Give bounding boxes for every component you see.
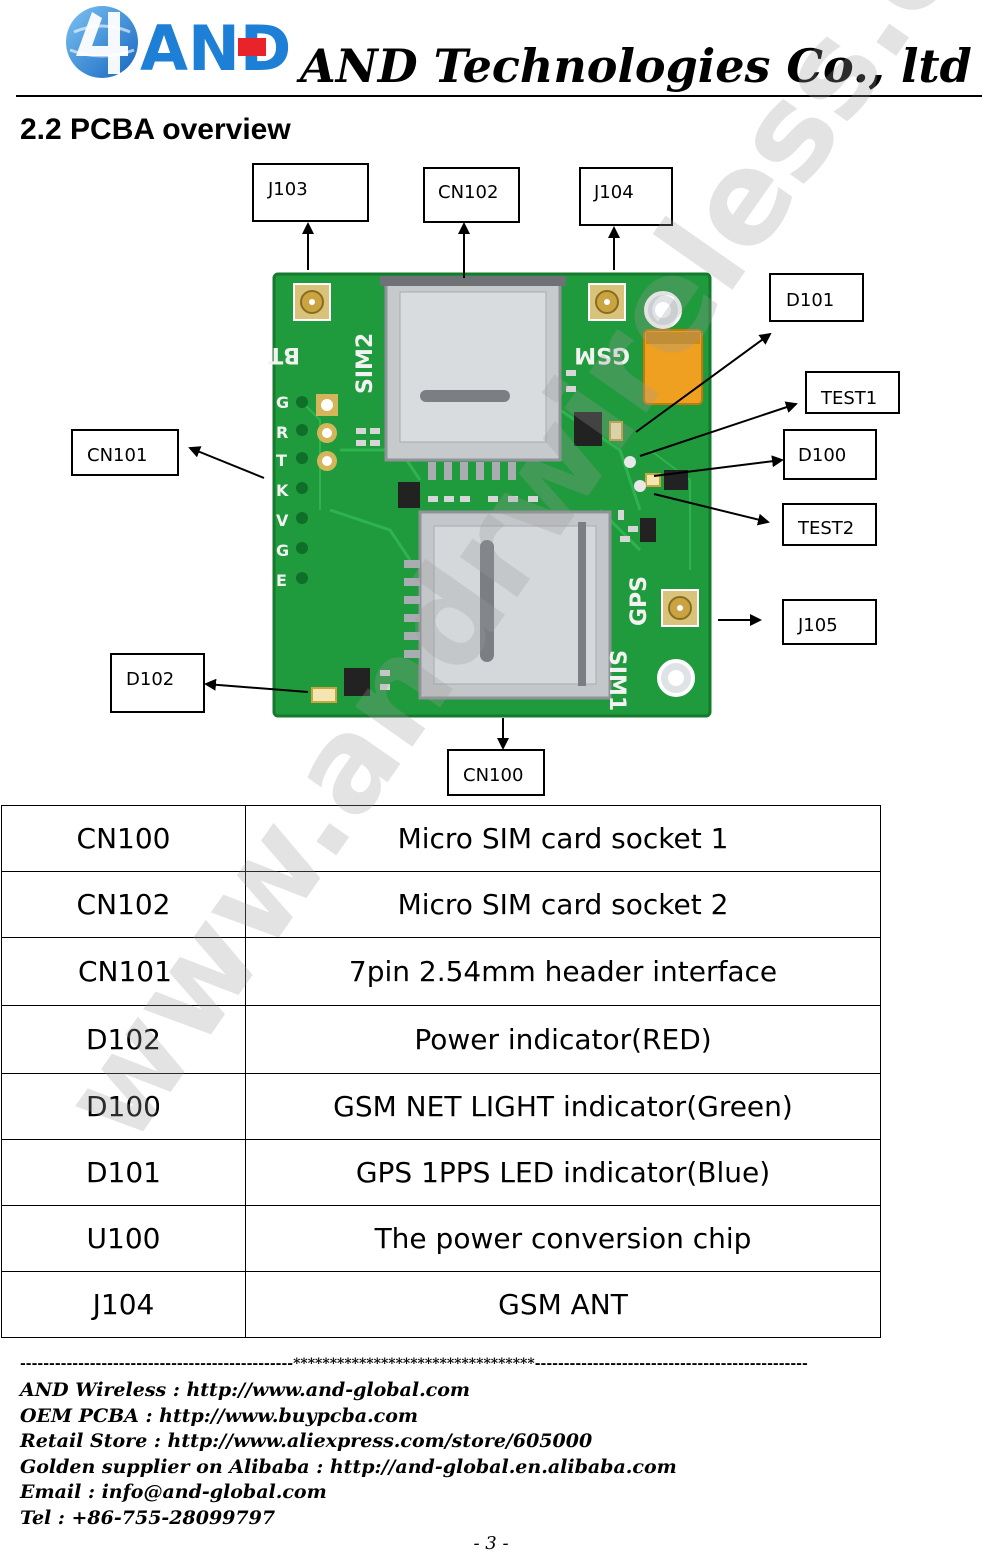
callout-test2: TEST2 xyxy=(797,518,854,539)
component-ref: D100 xyxy=(1,1073,246,1140)
silk-pin-k: K xyxy=(276,481,289,500)
header-rule xyxy=(16,95,982,97)
company-name: AND Technologies Co., ltd xyxy=(300,39,972,93)
callout-j104: J104 xyxy=(593,182,634,203)
silk-gsm: GSM xyxy=(574,342,630,367)
footer-alibaba: Golden supplier on Alibaba : http://and-… xyxy=(20,1456,677,1478)
callout-d100: D100 xyxy=(798,445,846,466)
component-desc: Micro SIM card socket 1 xyxy=(245,805,881,872)
table-row: U100 The power conversion chip xyxy=(1,1205,881,1272)
component-desc: Power indicator(RED) xyxy=(245,1005,881,1074)
callout-box-j105 xyxy=(782,599,877,645)
component-ref: D101 xyxy=(1,1139,246,1206)
d101-led xyxy=(609,421,623,441)
component-desc: The power conversion chip xyxy=(245,1205,881,1272)
silk-sim1: SIM1 xyxy=(604,650,629,711)
test2-pad xyxy=(634,480,646,492)
callout-box-d101 xyxy=(769,273,864,322)
bt-antenna-connector xyxy=(293,283,331,321)
silk-pin-e: E xyxy=(276,571,287,590)
callout-box-cn100 xyxy=(447,749,545,796)
footer-oem: OEM PCBA : http://www.buypcba.com xyxy=(20,1405,418,1427)
callout-d102: D102 xyxy=(126,669,174,690)
table-row: D100 GSM NET LIGHT indicator(Green) xyxy=(1,1073,881,1140)
gps-antenna-connector xyxy=(661,589,699,627)
callout-cn100: CN100 xyxy=(463,765,523,786)
component-ref: D102 xyxy=(1,1005,246,1074)
callout-d101: D101 xyxy=(786,290,834,311)
callout-box-cn102 xyxy=(423,167,520,223)
footer-tel: Tel : +86-755-28099797 xyxy=(20,1507,276,1529)
callout-cn102: CN102 xyxy=(438,182,498,203)
component-ref: U100 xyxy=(1,1205,246,1272)
component-ref: CN101 xyxy=(1,937,246,1006)
footer-divider: ----------------------------------------… xyxy=(20,1356,808,1372)
table-row: CN100 Micro SIM card socket 1 xyxy=(1,805,881,872)
callout-box-j103 xyxy=(252,163,369,222)
sim1-socket xyxy=(404,510,612,700)
component-desc: GSM NET LIGHT indicator(Green) xyxy=(245,1073,881,1140)
section-title: 2.2 PCBA overview xyxy=(20,113,291,146)
ic-chip xyxy=(640,518,656,542)
silk-bt: BT xyxy=(268,342,300,367)
callout-box-test2 xyxy=(782,503,877,546)
table-row: CN101 7pin 2.54mm header interface xyxy=(1,937,881,1006)
component-desc: GPS 1PPS LED indicator(Blue) xyxy=(245,1139,881,1206)
globe-icon xyxy=(66,6,138,78)
component-desc: GSM ANT xyxy=(245,1271,881,1338)
logo-wordmark: AND xyxy=(140,12,291,85)
callout-box-d102 xyxy=(110,653,205,713)
company-logo: AND xyxy=(66,6,291,85)
page-number: - 3 - xyxy=(473,1533,509,1554)
table-row: J104 GSM ANT xyxy=(1,1271,881,1338)
callout-cn101: CN101 xyxy=(87,445,147,466)
silk-pin-t: T xyxy=(276,451,287,470)
footer-retail: Retail Store : http://www.aliexpress.com… xyxy=(20,1430,593,1452)
footer-wireless: AND Wireless : http://www.and-global.com xyxy=(20,1379,471,1401)
component-ref: CN102 xyxy=(1,871,246,938)
callout-test1: TEST1 xyxy=(820,388,877,409)
callout-j105: J105 xyxy=(797,615,838,636)
silk-gps: GPS xyxy=(627,576,652,626)
d102-led xyxy=(311,687,337,703)
silk-pin-g2: G xyxy=(276,541,289,560)
gsm-antenna-connector xyxy=(588,283,626,321)
ic-chip xyxy=(574,412,602,446)
callout-arrows xyxy=(188,222,798,750)
callout-box-d100 xyxy=(783,429,877,480)
table-row: D101 GPS 1PPS LED indicator(Blue) xyxy=(1,1139,881,1206)
header-pads xyxy=(296,394,338,584)
callout-box-cn101 xyxy=(71,429,179,476)
test1-pad xyxy=(624,456,636,468)
pcb-board: BT SIM2 GSM GPS SIM1 G R T K V G E xyxy=(268,272,712,718)
callout-box-j104 xyxy=(579,167,673,226)
callout-j103: J103 xyxy=(267,179,308,200)
silk-pin-r: R xyxy=(276,423,288,442)
silk-sim2: SIM2 xyxy=(353,333,378,394)
u100-chip xyxy=(344,668,370,696)
component-ref: CN100 xyxy=(1,805,246,872)
component-desc: Micro SIM card socket 2 xyxy=(245,871,881,938)
component-table: CN100 Micro SIM card socket 1 CN102 Micr… xyxy=(1,805,881,1338)
component-ref: J104 xyxy=(1,1271,246,1338)
d100-led xyxy=(645,473,661,487)
silk-pin-g: G xyxy=(276,393,289,412)
footer-email: Email : info@and-global.com xyxy=(20,1481,327,1503)
table-row: D102 Power indicator(RED) xyxy=(1,1005,881,1074)
pcba-diagram: BT SIM2 GSM GPS SIM1 G R T K V G E J103 … xyxy=(71,163,900,796)
ic-chip xyxy=(398,482,420,508)
silk-pin-v: V xyxy=(276,511,289,530)
table-row: CN102 Micro SIM card socket 2 xyxy=(1,871,881,938)
component-desc: 7pin 2.54mm header interface xyxy=(245,937,881,1006)
callout-box-test1 xyxy=(805,371,900,414)
sim2-socket xyxy=(380,276,566,480)
